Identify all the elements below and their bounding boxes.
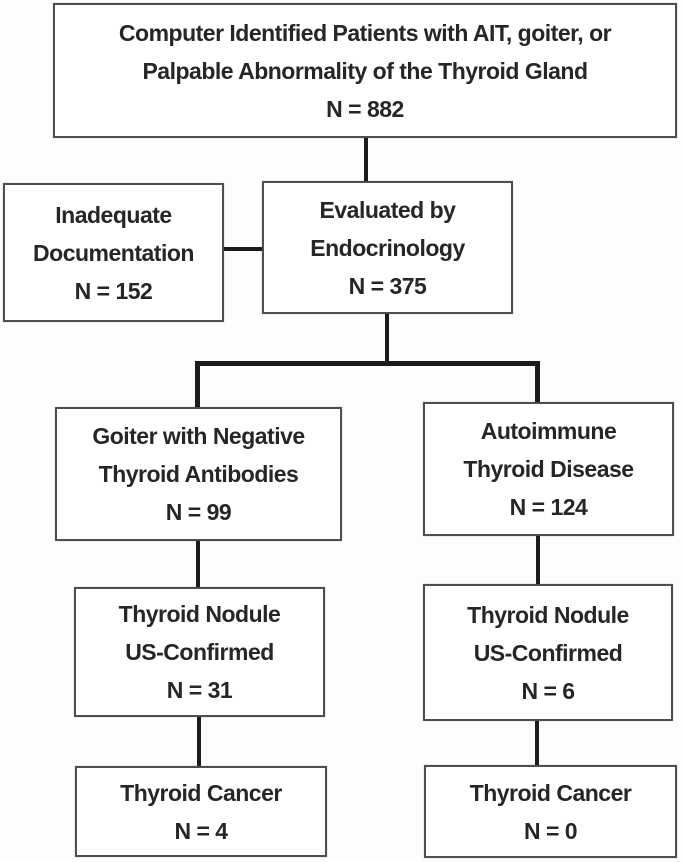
node-n-count: N = 0 (523, 817, 578, 844)
node-n-count: N = 4 (174, 817, 228, 844)
connector-branch-to-goiter (195, 361, 200, 409)
node-text-line: US-Confirmed (473, 639, 623, 666)
node-identified-patients: Computer Identified Patients with AIT, g… (53, 3, 677, 138)
node-n-count: N = 31 (166, 677, 233, 703)
node-n-count: N = 882 (326, 95, 404, 122)
node-text-line: Thyroid Cancer (469, 779, 632, 806)
node-text-line: Thyroid Cancer (120, 779, 282, 806)
node-text-line: Evaluated by (319, 196, 456, 223)
node-text-line: Computer Identified Patients with AIT, g… (118, 19, 612, 46)
connector-autoimmune-to-nodule (536, 534, 540, 586)
node-text-line: Thyroid Nodule (467, 601, 629, 628)
node-autoimmune-thyroid-disease: Autoimmune Thyroid Disease N = 124 (423, 402, 674, 536)
node-n-count: N = 6 (521, 677, 575, 704)
node-text-line: Goiter with Negative (92, 423, 305, 449)
node-goiter-negative-antibodies: Goiter with Negative Thyroid Antibodies … (55, 407, 342, 541)
connector-branch-horizontal (195, 361, 540, 366)
node-inadequate-documentation: Inadequate Documentation N = 152 (3, 183, 224, 322)
node-text-line: Thyroid Disease (463, 456, 634, 482)
node-text-line: Documentation (33, 239, 194, 266)
node-text-line: Thyroid Nodule (118, 601, 281, 627)
connector-branch-to-autoimmune (535, 361, 540, 404)
node-thyroid-cancer-left: Thyroid Cancer N = 4 (75, 766, 327, 857)
connector-evaluated-to-branch (385, 312, 389, 363)
node-n-count: N = 375 (348, 272, 427, 299)
node-thyroid-nodule-us-confirmed-left: Thyroid Nodule US-Confirmed N = 31 (74, 587, 325, 717)
node-n-count: N = 152 (74, 277, 153, 304)
node-text-line: US-Confirmed (125, 639, 274, 665)
connector-nodule-to-cancer-right (535, 719, 539, 767)
node-text-line: Autoimmune (480, 418, 617, 444)
connector-goiter-to-nodule (196, 539, 200, 589)
node-text-line: Palpable Abnormality of the Thyroid Glan… (142, 57, 588, 84)
connector-nodule-to-cancer-left (197, 715, 201, 768)
connector-inadequate-to-evaluated (222, 247, 264, 251)
node-thyroid-cancer-right: Thyroid Cancer N = 0 (424, 765, 677, 858)
node-text-line: Thyroid Antibodies (98, 461, 299, 487)
connector-identified-to-evaluated (364, 136, 368, 183)
node-thyroid-nodule-us-confirmed-right: Thyroid Nodule US-Confirmed N = 6 (423, 584, 673, 721)
node-evaluated-endocrinology: Evaluated by Endocrinology N = 375 (262, 181, 513, 314)
node-text-line: Endocrinology (310, 234, 465, 261)
node-n-count: N = 99 (165, 499, 232, 525)
node-text-line: Inadequate (55, 201, 172, 228)
node-n-count: N = 124 (509, 494, 588, 520)
